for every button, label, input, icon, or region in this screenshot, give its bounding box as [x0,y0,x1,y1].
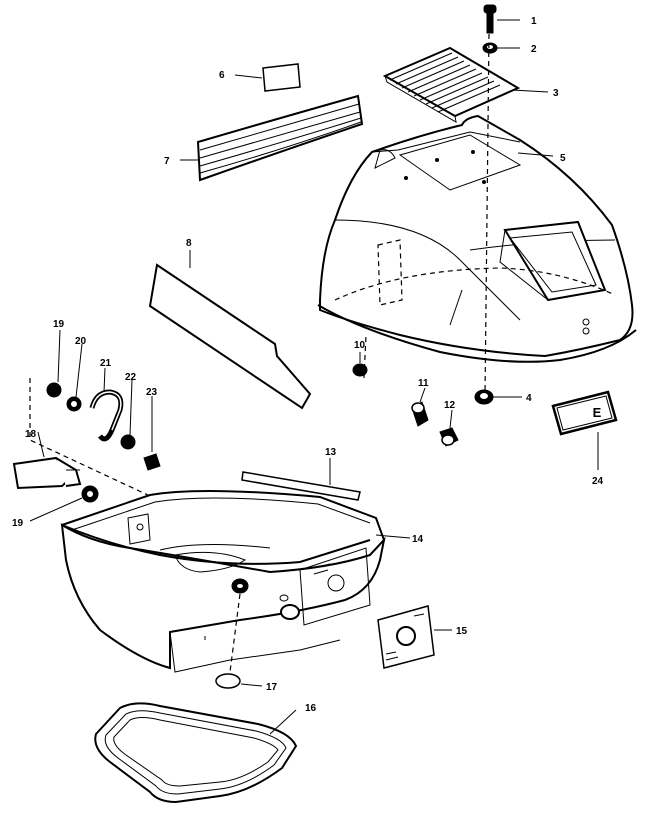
side-plate-part-15 [377,605,435,669]
label-part-1: 1 [531,16,537,27]
label-part-15: 15 [456,626,468,637]
part-labels: 1 2 3 4 5 6 7 8 10 11 12 13 14 15 16 17 … [12,16,604,714]
screw-part-1 [483,4,497,34]
label-part-13: 13 [325,447,337,458]
washer-part-20 [66,396,82,412]
label-part-10: 10 [354,340,366,351]
rubber-strip-part-13 [241,471,361,501]
label-part-3: 3 [553,88,559,99]
latch-alignment-line [29,378,151,497]
label-part-4: 4 [526,393,532,404]
latch-handle-part-18 [12,456,82,490]
label-part-24: 24 [592,476,604,487]
label-part-8: 8 [186,238,192,249]
leader-lines [29,19,599,735]
assembly-centerline [363,33,490,396]
nut-part-19-top [46,382,62,398]
label-part-21: 21 [100,358,112,369]
label-part-19-top: 19 [53,319,65,330]
grommet-part-17 [215,673,241,689]
decal-strip-part-8 [148,263,312,410]
label-part-2: 2 [531,44,537,55]
washer-part-2 [482,42,498,54]
label-part-16: 16 [305,703,317,714]
label-part-7: 7 [164,156,170,167]
lower-cowl-part-14 [60,489,386,673]
label-part-17: 17 [266,682,278,693]
latch-hook-part-21 [89,389,124,442]
label-part-12: 12 [444,400,456,411]
nut-part-10 [352,363,368,377]
bolt-part-23 [143,453,161,471]
plug-part-12 [439,427,459,447]
spring-part-22 [120,434,136,450]
label-part-20: 20 [75,336,87,347]
decal-mark: E [593,405,602,420]
trim-strip-part-7 [196,94,364,182]
bushing-part-11 [411,401,429,427]
decal-plate-part-24: E [551,390,618,436]
label-part-6: 6 [219,70,225,81]
vent-grille-part-3 [382,46,521,123]
label-part-14: 14 [412,534,424,545]
grommet-part-4 [474,389,494,405]
upper-cowl-part-5 [317,114,637,363]
seal-gasket-part-16 [94,702,298,804]
label-part-18: 18 [25,429,37,440]
nut-part-19-bottom [81,485,99,503]
label-part-11: 11 [418,378,429,389]
label-part-22: 22 [125,372,137,383]
label-part-23: 23 [146,387,158,398]
label-part-5: 5 [560,153,566,164]
small-decal-part-6 [262,63,301,92]
label-part-19-bottom: 19 [12,518,24,529]
